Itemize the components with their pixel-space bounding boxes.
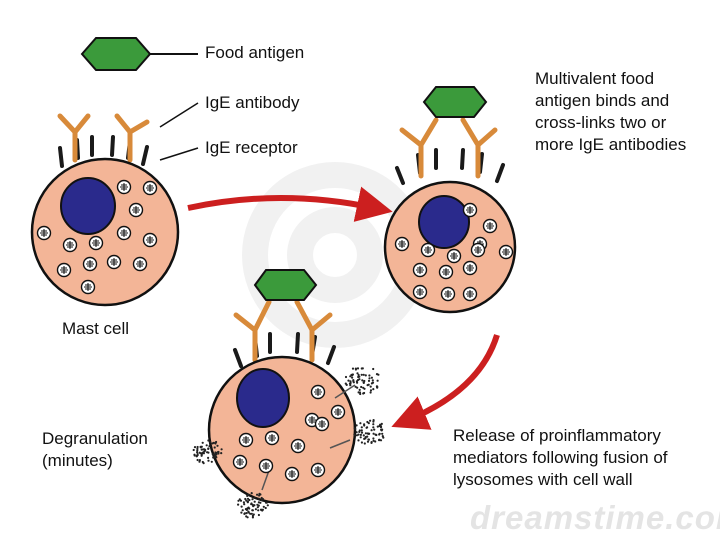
mediator-cluster xyxy=(353,419,385,445)
granule xyxy=(310,462,326,478)
label-multivalent-binding: Multivalent food antigen binds and cross… xyxy=(535,69,687,154)
mast-cell-resting xyxy=(30,113,180,307)
granule xyxy=(420,242,436,258)
granule xyxy=(56,262,72,278)
granule xyxy=(88,235,104,251)
nucleus xyxy=(236,368,290,428)
granule xyxy=(412,284,428,300)
granule xyxy=(314,416,330,432)
granule xyxy=(462,202,478,218)
granule xyxy=(142,180,158,196)
granule xyxy=(438,264,454,280)
granule xyxy=(482,218,498,234)
granule xyxy=(462,286,478,302)
granule xyxy=(284,466,300,482)
granule xyxy=(412,262,428,278)
granule xyxy=(462,260,478,276)
granule xyxy=(238,432,254,448)
granule xyxy=(290,438,306,454)
granule xyxy=(116,225,132,241)
granule xyxy=(80,279,96,295)
granule xyxy=(498,244,514,260)
granule xyxy=(394,236,410,252)
granule xyxy=(330,404,346,420)
granule xyxy=(258,458,274,474)
granule xyxy=(82,256,98,272)
granule xyxy=(142,232,158,248)
granule xyxy=(470,242,486,258)
label-degranulation: Degranulation (minutes) xyxy=(42,429,148,470)
mediator-cluster xyxy=(192,439,223,465)
granule xyxy=(62,237,78,253)
mast-cell-crosslinked xyxy=(383,86,517,314)
granule xyxy=(106,254,122,270)
legend-leader-line xyxy=(159,102,199,128)
food-antigen xyxy=(422,86,488,118)
granule xyxy=(132,256,148,272)
label-ige-receptor: IgE receptor xyxy=(205,138,298,157)
ige-antibodies xyxy=(399,117,498,179)
legend-leader-line xyxy=(159,147,199,161)
mediator-cluster xyxy=(237,492,269,519)
food-antigen xyxy=(253,269,318,301)
granule xyxy=(128,202,144,218)
granule xyxy=(310,384,326,400)
arrow-degranulation xyxy=(391,334,500,430)
granule xyxy=(440,286,456,302)
label-mediator-release: Release of proinflammatory mediators fol… xyxy=(453,426,668,489)
legend-food-antigen xyxy=(80,37,198,71)
dynamic-layer xyxy=(36,102,514,519)
nucleus xyxy=(60,177,116,235)
ige-antibodies xyxy=(233,299,333,363)
granule xyxy=(264,430,280,446)
mediator-cluster xyxy=(344,367,380,396)
label-ige-antibody: IgE antibody xyxy=(205,93,300,112)
granule xyxy=(232,454,248,470)
granule xyxy=(36,225,52,241)
label-mast-cell: Mast cell xyxy=(62,319,130,338)
ige-antibodies xyxy=(57,113,150,163)
label-food-antigen: Food antigen xyxy=(205,43,305,62)
ige-receptors xyxy=(395,148,505,185)
granule xyxy=(116,179,132,195)
cell-body xyxy=(30,157,180,307)
nucleus xyxy=(418,195,470,249)
granule xyxy=(446,248,462,264)
watermark: dreamstime.com xyxy=(470,499,720,536)
arrow-binding xyxy=(187,186,393,222)
